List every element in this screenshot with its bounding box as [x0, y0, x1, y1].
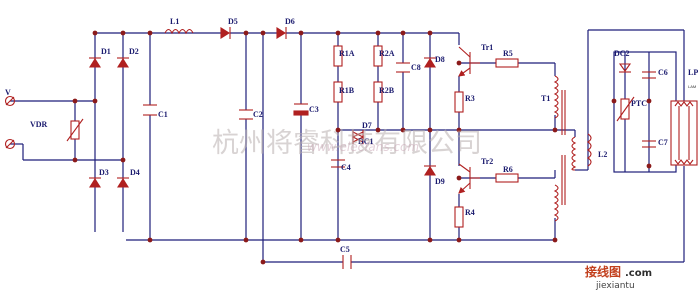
- label-c8: C8: [411, 63, 421, 72]
- label-dc1: DC1: [358, 137, 374, 146]
- capacitor-c4: [331, 159, 345, 168]
- ac-terminal-top: [4, 95, 16, 107]
- label-dc2: DC2: [614, 49, 630, 58]
- transformer-t1-primary-bottom: [553, 184, 559, 222]
- label-r5: R5: [503, 49, 513, 58]
- label-d2: D2: [129, 47, 139, 56]
- site-logo-name: 接线图: [585, 264, 621, 279]
- label-d5: D5: [228, 17, 238, 26]
- label-l1: L1: [170, 17, 179, 26]
- capacitor-c3: [293, 103, 309, 116]
- label-c2: C2: [253, 110, 263, 119]
- label-d1: D1: [101, 47, 111, 56]
- label-r2a: R2A: [379, 49, 395, 58]
- label-r2b: R2B: [379, 86, 395, 95]
- label-r1b: R1B: [339, 86, 355, 95]
- transistor-tr1: [458, 46, 480, 77]
- resistor-r1b: [333, 81, 343, 103]
- components: [4, 27, 698, 269]
- label-v: V: [5, 88, 11, 97]
- inductor-l2: [587, 133, 592, 167]
- label-tr2: Tr2: [481, 157, 493, 166]
- label-c5: C5: [340, 245, 350, 254]
- resistor-r2a: [373, 45, 383, 67]
- site-logo-domain: .com: [625, 268, 652, 279]
- label-lp: LP: [688, 68, 698, 77]
- label-c6: C6: [658, 68, 668, 77]
- capacitor-c5: [342, 255, 352, 269]
- label-d6: D6: [285, 17, 295, 26]
- capacitor-c6: [642, 71, 656, 79]
- label-r4: R4: [465, 208, 475, 217]
- ac-terminal-bottom: [4, 138, 16, 150]
- resistor-r5: [495, 58, 519, 68]
- transformer-t1-secondary: [571, 136, 577, 171]
- watermark-company: 杭州将睿科技有限公司: [212, 128, 482, 159]
- component-labels: V VDR D1 D2 D3 D4 L1 D5 D6 C1 C2 C3 C4 C…: [5, 17, 698, 254]
- capacitor-c2: [239, 109, 253, 120]
- label-tr1: Tr1: [481, 43, 493, 52]
- diode-d1: [89, 57, 101, 68]
- label-d9: D9: [435, 177, 445, 186]
- diode-d9: [424, 165, 436, 176]
- label-d4: D4: [130, 168, 140, 177]
- site-logo-url: jiexiantu: [595, 281, 635, 291]
- site-logo: 接线图 .com jiexiantu: [585, 264, 652, 291]
- label-r3: R3: [465, 94, 475, 103]
- label-vdr: VDR: [30, 120, 48, 129]
- resistor-r6: [495, 173, 519, 183]
- capacitor-c7: [642, 140, 656, 148]
- label-ptc: PTC: [631, 99, 647, 108]
- capacitor-c8: [396, 62, 410, 73]
- label-r6: R6: [503, 165, 513, 174]
- label-lamp: LAM: [688, 84, 696, 89]
- label-l2: L2: [598, 150, 607, 159]
- transistor-tr2: [458, 163, 480, 194]
- blank-patch: [0, 232, 126, 292]
- diode-d3: [89, 177, 101, 188]
- label-c3: C3: [309, 105, 319, 114]
- resistor-r2b: [373, 81, 383, 103]
- label-t1: T1: [541, 94, 550, 103]
- label-d8: D8: [435, 55, 445, 64]
- label-r1a: R1A: [339, 49, 355, 58]
- lamp-lp: [670, 100, 698, 166]
- resistor-r3: [454, 91, 464, 113]
- diode-d5: [220, 27, 231, 39]
- diac-dc2: [618, 63, 632, 73]
- resistor-r1a: [333, 45, 343, 67]
- label-d3: D3: [99, 168, 109, 177]
- label-c1: C1: [158, 110, 168, 119]
- resistor-r4: [454, 206, 464, 228]
- inductor-l1: [164, 28, 194, 35]
- diac-d7: [351, 130, 365, 144]
- label-c7: C7: [658, 138, 668, 147]
- label-d7: D7: [362, 121, 372, 130]
- watermark-url: www.elecfans.com: [307, 140, 419, 154]
- diode-d8: [424, 57, 436, 68]
- diode-d4: [117, 177, 129, 188]
- capacitor-c1: [143, 104, 157, 116]
- diode-d2: [117, 57, 129, 68]
- label-c4: C4: [341, 163, 351, 172]
- diode-d6: [276, 27, 287, 39]
- transformer-t1-primary-top: [553, 75, 559, 119]
